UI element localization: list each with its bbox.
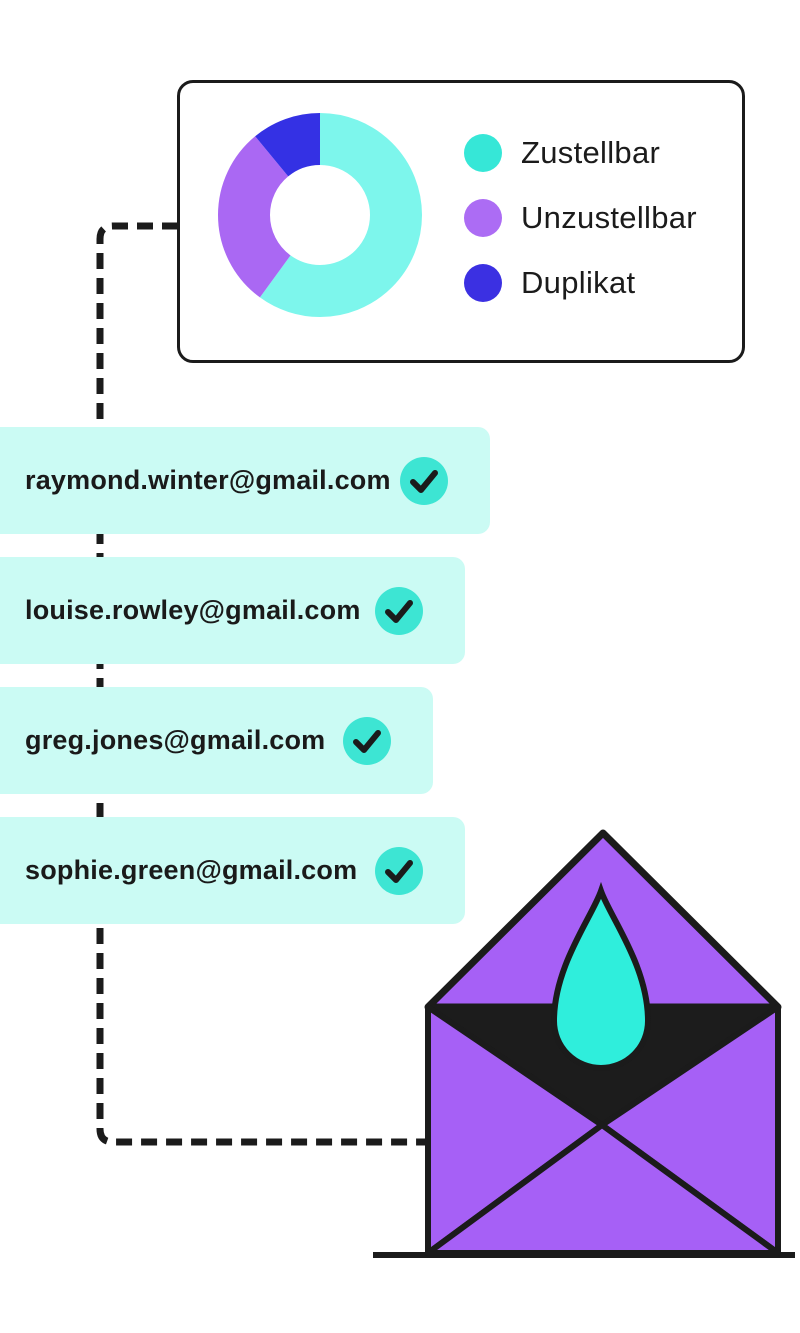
checkmark-glyph — [385, 599, 413, 623]
envelope-bottom-flap — [425, 1122, 781, 1256]
checkmark-glyph — [353, 729, 381, 753]
donut-chart — [218, 113, 422, 317]
email-row: greg.jones@gmail.com — [0, 687, 433, 794]
donut-segment-duplikat — [218, 113, 422, 317]
email-row: louise.rowley@gmail.com — [0, 557, 465, 664]
validation-results-card: Zustellbar Unzustellbar Duplikat — [177, 80, 745, 363]
email-row: sophie.green@gmail.com — [0, 817, 465, 924]
legend-label: Unzustellbar — [521, 200, 697, 235]
legend-item-unzustellbar: Unzustellbar — [464, 193, 697, 243]
email-address: greg.jones@gmail.com — [25, 725, 326, 755]
chart-legend: Zustellbar Unzustellbar Duplikat — [464, 128, 697, 308]
legend-label: Zustellbar — [521, 135, 661, 170]
legend-dot-unzustellbar-icon — [464, 199, 502, 237]
legend-item-zustellbar: Zustellbar — [464, 128, 697, 178]
checkmark-glyph — [410, 469, 438, 493]
donut-segment-unzustellbar — [218, 113, 422, 317]
check-icon — [343, 716, 391, 765]
email-address: raymond.winter@gmail.com — [25, 465, 391, 495]
legend-dot-zustellbar-icon — [464, 134, 502, 172]
checkmark-glyph — [385, 859, 413, 883]
droplet-icon — [550, 881, 652, 1071]
email-address: louise.rowley@gmail.com — [25, 595, 361, 625]
envelope-illustration — [373, 829, 795, 1258]
legend-dot-duplikat-icon — [464, 264, 502, 302]
legend-item-duplikat: Duplikat — [464, 258, 697, 308]
email-address: sophie.green@gmail.com — [25, 855, 358, 885]
connector-path — [96, 222, 430, 1146]
check-icon — [400, 456, 448, 505]
legend-label: Duplikat — [521, 265, 636, 300]
check-icon — [375, 846, 423, 895]
email-row: raymond.winter@gmail.com — [0, 427, 490, 534]
check-icon — [375, 586, 423, 635]
